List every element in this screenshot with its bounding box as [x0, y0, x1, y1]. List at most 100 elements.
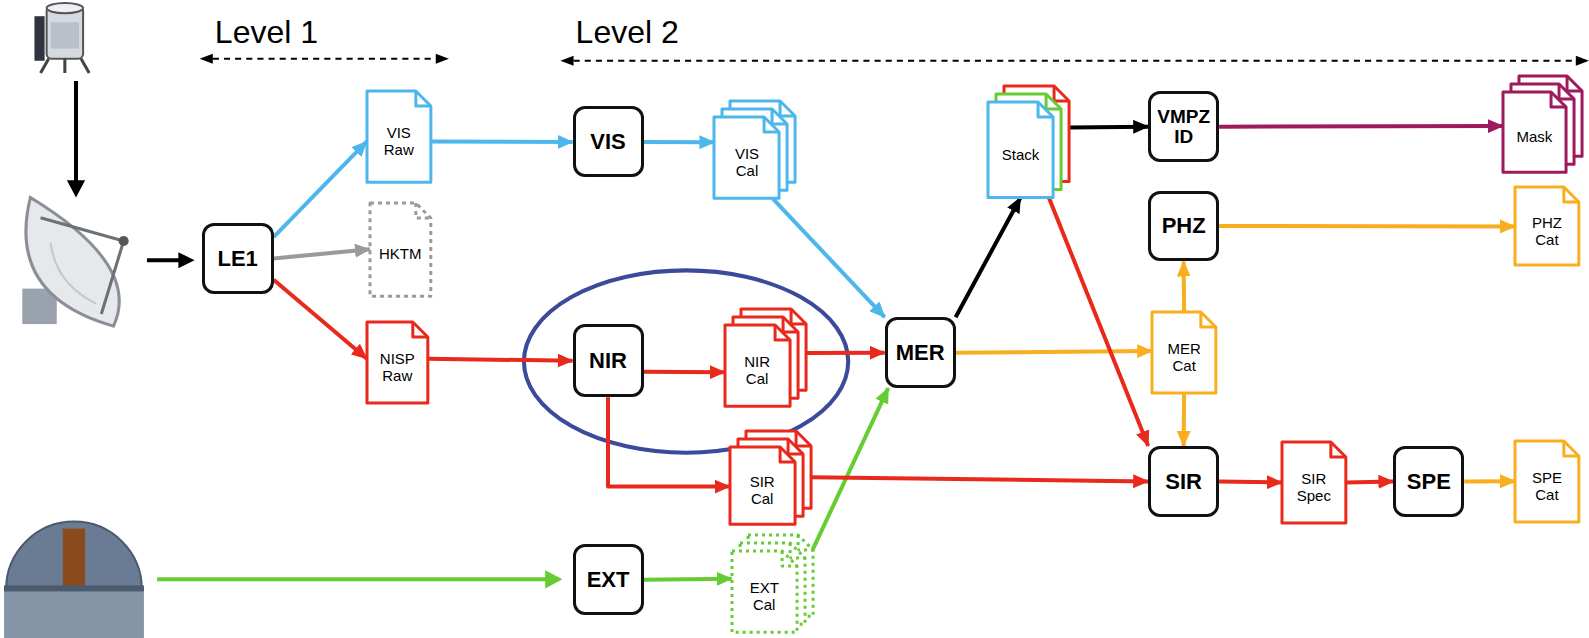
document-fold [413, 322, 428, 337]
document-sheet [988, 102, 1053, 197]
flow-arrow [431, 139, 573, 144]
data-product-document: MER Cat [1152, 312, 1216, 393]
document-text-area: NIR Cal [725, 334, 790, 406]
document-sheet [1282, 442, 1346, 523]
document-fold [1564, 187, 1579, 202]
node-label: PHZ [1162, 214, 1206, 237]
flow-arrow [1182, 393, 1187, 446]
node-label: VIS Raw [384, 124, 414, 159]
satellite-icon [34, 3, 89, 73]
node-label: NIR Cal [744, 353, 770, 388]
node-label: HKTM [379, 245, 422, 262]
flow-arrow [644, 577, 732, 582]
node-label: NISP Raw [380, 350, 415, 385]
data-product-document: SPE Cat [1515, 441, 1579, 522]
level-label: Level 1 [215, 14, 318, 51]
node-label: PHZ Cat [1532, 214, 1562, 249]
node-label: EXT Cal [750, 579, 779, 614]
document-fold [780, 447, 795, 462]
node-label: VIS [590, 130, 625, 153]
document-fold [791, 309, 806, 324]
document-sheet [367, 91, 431, 182]
document-fold [782, 551, 797, 566]
document-fold [775, 325, 790, 340]
flow-arrow [1464, 479, 1515, 483]
data-product-document: VIS Cal [714, 101, 795, 198]
document-text-area: VIS Cal [714, 126, 779, 198]
process-box: LE1 [202, 223, 274, 294]
process-box: MER [885, 317, 956, 388]
document-fold [790, 543, 805, 558]
flow-arrow [956, 198, 1021, 318]
flow-arrow [428, 359, 573, 361]
document-fold [796, 431, 811, 446]
data-product-document: SIR Cal [730, 431, 811, 524]
node-label: VMPZ ID [1157, 107, 1210, 147]
node-label: LE1 [217, 247, 257, 270]
data-product-document: EXT Cal [732, 535, 813, 632]
data-product-document: Mask [1503, 76, 1582, 172]
flow-arrow [644, 140, 715, 144]
flow-arrow [1049, 198, 1148, 446]
document-text-area: SIR Spec [1282, 451, 1346, 523]
flow-arrow [1219, 224, 1515, 229]
process-box: PHZ [1148, 191, 1219, 262]
data-product-document: HKTM [370, 203, 431, 296]
document-sheet [1503, 92, 1566, 172]
flow-arrow [773, 199, 885, 318]
level-label: Level 2 [576, 14, 679, 51]
document-text-area: NISP Raw [367, 331, 428, 403]
document-sheet [725, 325, 790, 406]
node-label: Stack [1002, 146, 1040, 163]
node-label: SIR Cal [750, 473, 775, 508]
document-sheet [370, 203, 431, 296]
flow-arrow [813, 388, 889, 550]
flow-arrow [1219, 481, 1282, 482]
flow-arrow [274, 280, 367, 359]
level-text: Level 2 [576, 14, 679, 50]
node-label: EXT [587, 568, 630, 591]
flow-arrow [644, 370, 725, 375]
node-label: SPE [1407, 470, 1451, 493]
document-shape [1503, 76, 1582, 172]
antenna-icon [22, 197, 128, 326]
node-label: VIS Cal [735, 145, 759, 180]
process-box: SPE [1393, 446, 1464, 517]
node-label: Mask [1516, 128, 1552, 145]
document-fold [1331, 442, 1346, 457]
node-label: SPE Cat [1532, 469, 1562, 504]
document-fold [1567, 76, 1582, 91]
document-text-area: VIS Raw [367, 100, 431, 182]
document-fold [416, 91, 431, 106]
document-text-area: SIR Cal [730, 456, 795, 524]
node-label: SIR Spec [1297, 470, 1331, 505]
document-text-area: SPE Cat [1515, 450, 1579, 522]
document-sheet [732, 551, 797, 632]
data-product-document: VIS Raw [367, 91, 431, 182]
process-box: SIR [1148, 446, 1219, 517]
node-label: NIR [589, 349, 627, 372]
document-text-area: EXT Cal [732, 560, 797, 632]
document-sheet [1152, 312, 1216, 393]
level-bracket [200, 54, 1589, 66]
flow-arrow [274, 249, 370, 258]
document-fold [781, 101, 796, 116]
document-fold [1559, 84, 1574, 99]
flow-arrow [608, 397, 730, 486]
document-fold [798, 535, 813, 550]
node-label: MER Cat [1167, 340, 1200, 375]
flow-arrow [806, 351, 885, 355]
highlight-ellipse [524, 270, 848, 452]
document-text-area: Mask [1503, 101, 1566, 172]
process-box: EXT [573, 544, 644, 615]
observatory-icon [4, 522, 144, 638]
data-product-document: SIR Spec [1282, 442, 1346, 523]
document-shape [988, 86, 1069, 197]
process-box: VMPZ ID [1148, 91, 1219, 162]
document-fold [1046, 94, 1061, 109]
flow-arrow [1219, 124, 1503, 129]
document-sheet [730, 447, 795, 524]
data-product-document: Stack [988, 86, 1069, 197]
flow-arrow [1346, 481, 1394, 482]
